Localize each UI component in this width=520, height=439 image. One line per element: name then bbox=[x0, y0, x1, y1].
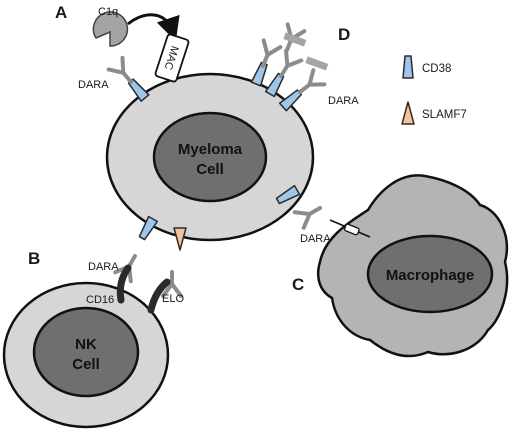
daratumumab-antibody-c bbox=[292, 198, 327, 230]
dara-label-c: DARA bbox=[300, 233, 331, 245]
legend-label-slamf7: SLAMF7 bbox=[422, 109, 467, 121]
macrophage-nucleus bbox=[366, 234, 494, 314]
panel-letter-d: D bbox=[338, 25, 350, 44]
myeloma-nucleus bbox=[152, 111, 268, 203]
cd38-receptor-d1 bbox=[250, 60, 270, 87]
cd38-receptor-b bbox=[136, 215, 159, 242]
slamf7-receptor bbox=[173, 227, 187, 251]
legend-slamf7-shape bbox=[401, 101, 415, 125]
cd16-receptor-1 bbox=[116, 264, 132, 304]
elo-label: ELO bbox=[162, 293, 184, 305]
macrophage-label: Macrophage bbox=[386, 267, 474, 284]
dara-label-a: DARA bbox=[78, 79, 109, 91]
dara-label-b: DARA bbox=[88, 261, 119, 273]
svg-text:Cell: Cell bbox=[72, 356, 100, 373]
nk-nucleus bbox=[32, 306, 140, 398]
c1q-label: C1q bbox=[98, 6, 118, 18]
cd16-label: CD16 bbox=[86, 294, 114, 306]
crosslinker-bar-2 bbox=[305, 56, 329, 71]
legend-swatch-cd38 bbox=[402, 55, 414, 79]
myeloma-label-line2: Cell bbox=[196, 161, 224, 178]
curved-arrow bbox=[127, 13, 180, 42]
cd16-receptor-2 bbox=[147, 278, 171, 314]
legend-label-cd38: CD38 bbox=[422, 63, 451, 75]
panel-letter-c: C bbox=[292, 275, 304, 294]
nk-label: NK bbox=[75, 336, 97, 353]
legend-cd38-shape bbox=[402, 55, 414, 79]
svg-text:Cell: Cell bbox=[196, 161, 224, 178]
dara-label-d: DARA bbox=[328, 95, 359, 107]
myeloma-label: Myeloma bbox=[178, 141, 243, 158]
c1q-shape bbox=[92, 11, 129, 47]
crosslinker-bar-1 bbox=[283, 32, 307, 47]
legend: CD38 SLAMF7 bbox=[401, 55, 467, 125]
panel-letter-a: A bbox=[55, 3, 67, 22]
nk-label-line2: Cell bbox=[72, 356, 100, 373]
legend-swatch-slamf7 bbox=[401, 101, 415, 125]
panel-letter-b: B bbox=[28, 249, 40, 268]
fc-receptor bbox=[343, 223, 360, 236]
mac-complex: MAC bbox=[154, 33, 190, 83]
